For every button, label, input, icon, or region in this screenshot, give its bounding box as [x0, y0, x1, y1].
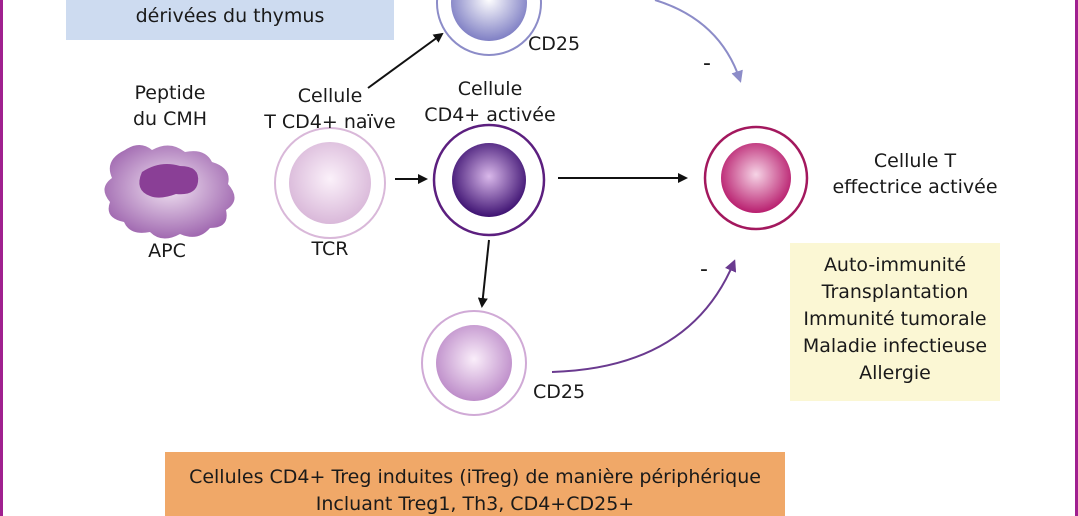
inhibition-mark-top: -: [703, 51, 711, 76]
apc-top-label: Peptide du CMH: [110, 80, 230, 132]
apc-label-peptide: Peptide: [134, 82, 206, 104]
effector-cell-label-1: Cellule T: [873, 150, 957, 172]
cd25-label-top: CD25: [528, 33, 581, 55]
arrow-activated-to-treg-bottom: [477, 239, 490, 308]
naive-t-cell: [274, 127, 386, 239]
activated-cell-label-2: CD4+ activée: [424, 104, 556, 126]
frame-left-border: [0, 0, 3, 516]
naive-cell-label-1: Cellule: [297, 85, 363, 107]
disease-item: Transplantation: [821, 281, 969, 303]
activated-cd4-cell: [432, 123, 546, 237]
itreg-line-1: Cellules CD4+ Treg induites (iTreg) de m…: [189, 466, 761, 488]
disease-item: Immunité tumorale: [803, 308, 987, 330]
effector-cell-label-2: effectrice activée: [832, 176, 998, 198]
naive-cell-label-2: T CD4+ naïve: [264, 111, 396, 133]
itreg-box: Cellules CD4+ Treg induites (iTreg) de m…: [165, 452, 785, 516]
frame-right-border: [1075, 0, 1078, 516]
thymus-derived-text: dérivées du thymus: [135, 5, 325, 27]
arrow-naive-to-treg-top: [367, 32, 444, 89]
naive-cell-label: Cellule T CD4+ naïve: [255, 83, 405, 135]
activated-cell-label-1: Cellule: [457, 78, 523, 100]
treg-cell-bottom: [421, 310, 527, 416]
inhibition-arrow-bottom: [551, 259, 737, 373]
apc-bottom-label: APC: [148, 240, 186, 262]
effector-t-cell: [703, 125, 809, 231]
disease-item: Allergie: [859, 362, 931, 384]
apc-label-cmh: du CMH: [132, 108, 208, 130]
inhibition-arrow-top: [654, 0, 743, 83]
itreg-line-2: Incluant Treg1, Th3, CD4+CD25+: [315, 493, 635, 515]
cd25-label-bottom: CD25: [533, 381, 586, 403]
inhibition-mark-bottom: -: [700, 257, 708, 282]
tcr-label: TCR: [311, 238, 349, 260]
disease-item: Maladie infectieuse: [802, 335, 988, 357]
disease-item: Auto-immunité: [823, 254, 967, 276]
effector-cell-label: Cellule T effectrice activée: [815, 148, 1015, 200]
apc-cell: [104, 145, 235, 239]
treg-cell-top: [436, 0, 542, 56]
diseases-box: Auto-immunité Transplantation Immunité t…: [790, 243, 1000, 401]
activated-cell-label: Cellule CD4+ activée: [415, 76, 565, 128]
thymus-derived-box: dérivées du thymus: [66, 0, 394, 40]
